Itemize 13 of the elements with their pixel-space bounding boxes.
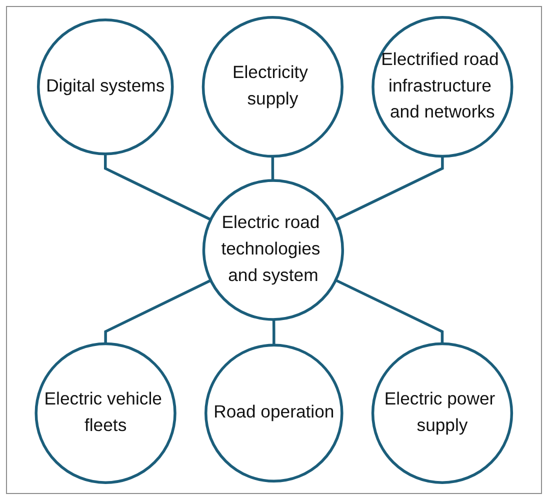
- connector: [104, 279, 212, 344]
- connector: [335, 278, 444, 344]
- connector: [272, 319, 276, 346]
- connector: [104, 154, 212, 221]
- topic-circle: Digital systems: [36, 18, 174, 156]
- connector: [335, 156, 444, 222]
- topic-circle: Electricity supply: [202, 16, 344, 158]
- topic-circle: Electric vehicle fleets: [34, 342, 176, 484]
- topic-circle: Road operation: [204, 344, 344, 483]
- connector: [271, 156, 274, 181]
- topic-circle: Electric power supply: [371, 342, 514, 484]
- topic-circle: Electrified road infrastructure and networks: [372, 16, 514, 158]
- topic-circle: Electric road technologies and system: [202, 179, 344, 321]
